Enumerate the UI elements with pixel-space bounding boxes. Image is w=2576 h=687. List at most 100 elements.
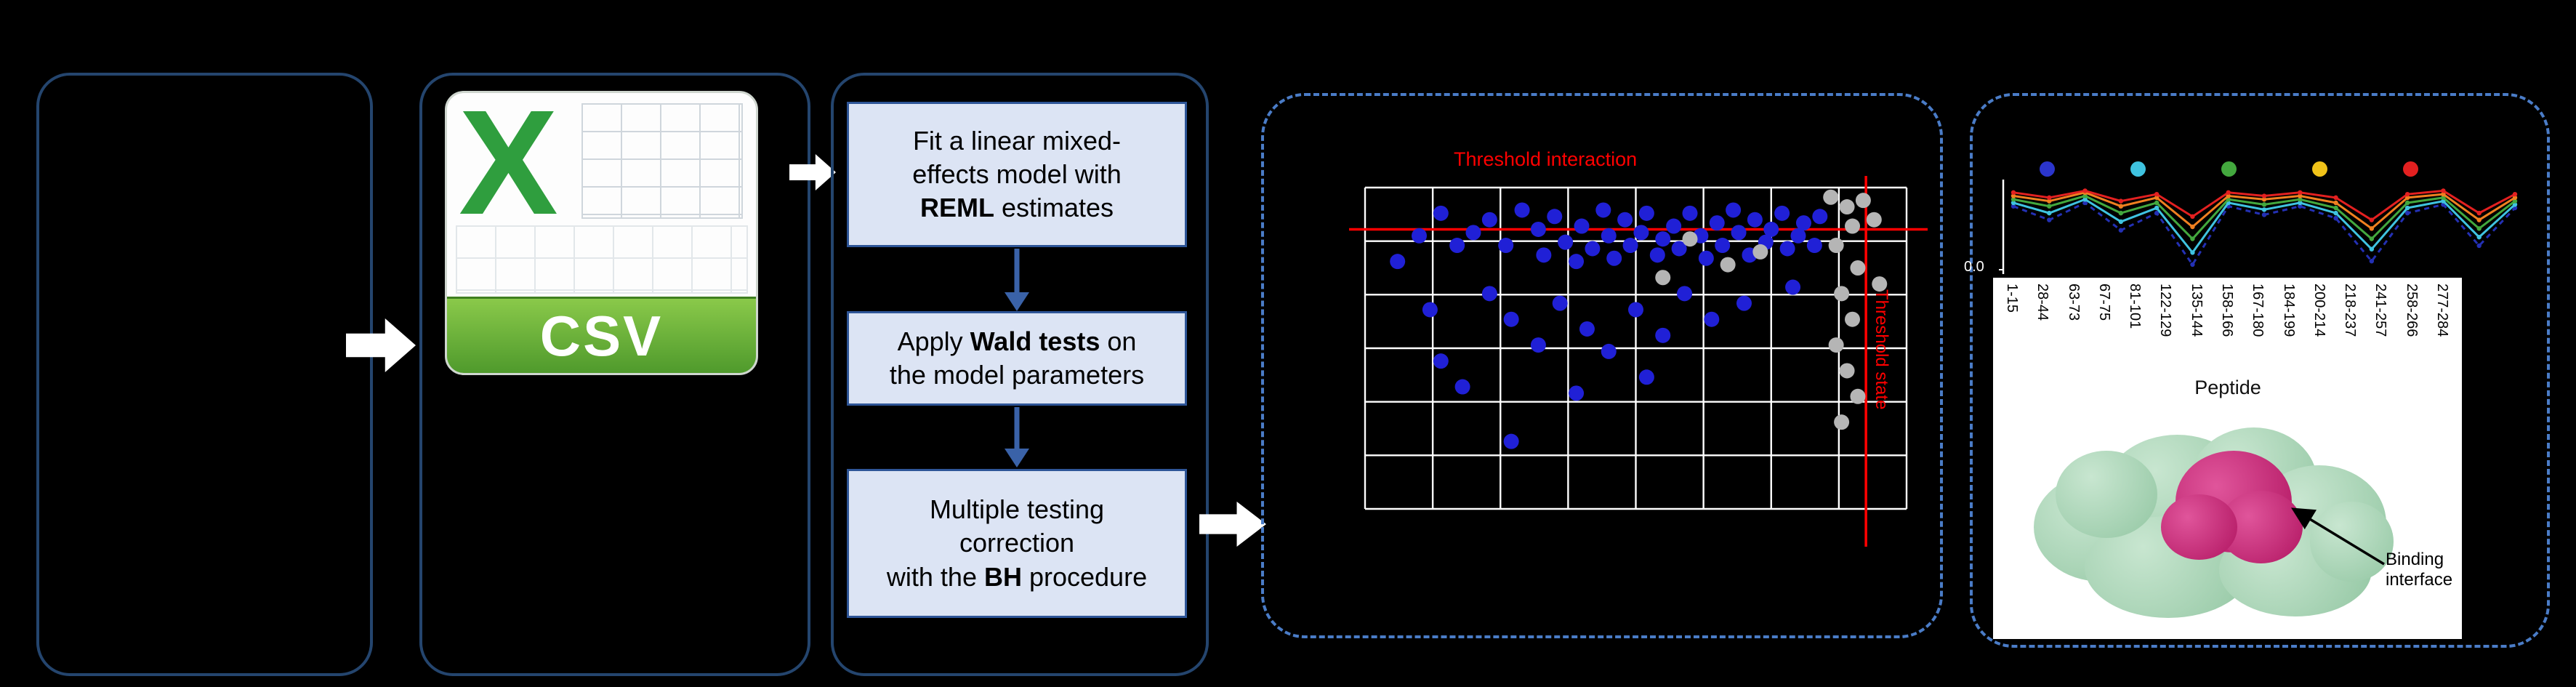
scatter-point <box>1433 353 1449 369</box>
scatter-point <box>1503 433 1519 449</box>
x-tick-label: 67-75 <box>2096 284 2112 321</box>
scatter-point <box>1850 388 1866 404</box>
legend-dot <box>2130 161 2146 177</box>
scatter-point <box>1845 311 1860 327</box>
scatter-point <box>1839 199 1855 215</box>
scatter-point <box>1785 279 1801 295</box>
scatter-point <box>1536 247 1552 263</box>
scatter-point <box>1828 238 1844 254</box>
x-tick-label: 135-144 <box>2188 284 2205 337</box>
scatter-point <box>1595 202 1611 218</box>
scatter-point <box>1709 215 1725 231</box>
volcano-panel <box>1261 93 1943 638</box>
scatter-point <box>1834 286 1850 302</box>
scatter-point <box>1779 241 1795 257</box>
scatter-point <box>1655 270 1671 286</box>
scatter-point <box>1795 215 1811 231</box>
scatter-point <box>1671 241 1687 257</box>
x-tick-label: 241-257 <box>2372 284 2389 337</box>
step-arrow-1 <box>1005 249 1029 311</box>
results-panel <box>1970 93 2550 648</box>
scatter-point <box>1628 302 1643 318</box>
scatter-point <box>1498 238 1514 254</box>
scatter-point <box>1850 260 1866 276</box>
x-tick-label: 81-101 <box>2127 284 2144 329</box>
x-tick-label: 28-44 <box>2034 284 2051 321</box>
scatter-point <box>1481 212 1497 228</box>
csv-banner: CSV <box>447 297 756 373</box>
scatter-point <box>1606 250 1622 266</box>
legend-dots <box>2040 161 2418 177</box>
legend-dot <box>2221 161 2237 177</box>
binding-interface-label: Binding interface <box>2386 550 2453 590</box>
step-box-2-text: Apply Wald tests on the model parameters <box>889 326 1145 390</box>
scatter-point <box>1579 321 1595 337</box>
scatter-point <box>1558 234 1574 250</box>
scatter-point <box>1633 225 1649 241</box>
scatter-point <box>1622 238 1638 254</box>
scatter-point <box>1736 295 1752 311</box>
scatter-point <box>1390 254 1406 270</box>
scatter-point <box>1503 311 1519 327</box>
scatter-point <box>1726 202 1742 218</box>
model-steps-panel <box>831 73 1209 676</box>
x-tick-label: 158-166 <box>2219 284 2235 337</box>
x-tick-label: 1-15 <box>2004 284 2020 313</box>
scatter-point <box>1698 250 1714 266</box>
scatter-point <box>1666 218 1682 234</box>
binding-site-blob <box>2161 494 2237 560</box>
scatter-point <box>1752 244 1768 260</box>
csv-panel <box>419 73 810 676</box>
scatter-point <box>1872 276 1888 292</box>
scatter-point <box>1845 218 1860 234</box>
csv-grid <box>581 103 743 219</box>
x-tick-label: 258-266 <box>2403 284 2420 337</box>
scatter-point <box>1601 343 1617 359</box>
scatter-point <box>1812 209 1828 225</box>
legend-dot <box>2040 161 2055 177</box>
x-axis-title: Peptide <box>2194 377 2261 398</box>
step-box-1-text: Fit a linear mixed- effects model with R… <box>912 125 1122 223</box>
scatter-point <box>1682 231 1698 247</box>
scatter-point <box>1747 212 1763 228</box>
scatter-point <box>1763 221 1779 237</box>
x-tick-label: 200-214 <box>2311 284 2327 337</box>
x-tick-label: 167-180 <box>2250 284 2266 337</box>
flow-arrow-3 <box>1199 502 1266 547</box>
x-tick-label: 277-284 <box>2434 284 2450 337</box>
scatter-point <box>1649 247 1665 263</box>
x-tick-label: 184-199 <box>2280 284 2297 337</box>
input-panel <box>36 73 373 676</box>
scatter-point <box>1465 225 1481 241</box>
step-arrow-2 <box>1005 407 1029 467</box>
csv-grid <box>456 225 748 294</box>
scatter-point <box>1839 363 1855 379</box>
scatter-point <box>1790 228 1806 244</box>
scatter-point <box>1449 238 1465 254</box>
scatter-point <box>1655 327 1671 343</box>
scatter-side-label: Threshold state <box>1872 289 1891 410</box>
scatter-point <box>1481 286 1497 302</box>
step-box-2: Apply Wald tests on the model parameters <box>847 311 1187 406</box>
scatter-point <box>1569 254 1585 270</box>
scatter-title: Threshold interaction <box>1454 148 1638 170</box>
scatter-point <box>1806 238 1822 254</box>
line-series-navy <box>2013 201 2516 267</box>
scatter-point <box>1552 295 1568 311</box>
scatter-point <box>1585 241 1601 257</box>
binding-interface-arrow <box>2291 507 2385 566</box>
scatter-point <box>1834 414 1850 430</box>
scatter-point <box>1655 231 1671 247</box>
scatter-point <box>1617 212 1633 228</box>
protein-structure <box>2034 422 2401 632</box>
scatter-point <box>1569 385 1585 401</box>
step-box-1: Fit a linear mixed- effects model with R… <box>847 102 1187 247</box>
scatter-point <box>1715 238 1731 254</box>
legend-dot <box>2403 161 2418 177</box>
csv-file-icon: X CSV <box>445 91 758 375</box>
scatter-point <box>1574 218 1590 234</box>
scatter-point <box>1774 205 1790 221</box>
protein-surface-blob <box>2310 502 2394 582</box>
